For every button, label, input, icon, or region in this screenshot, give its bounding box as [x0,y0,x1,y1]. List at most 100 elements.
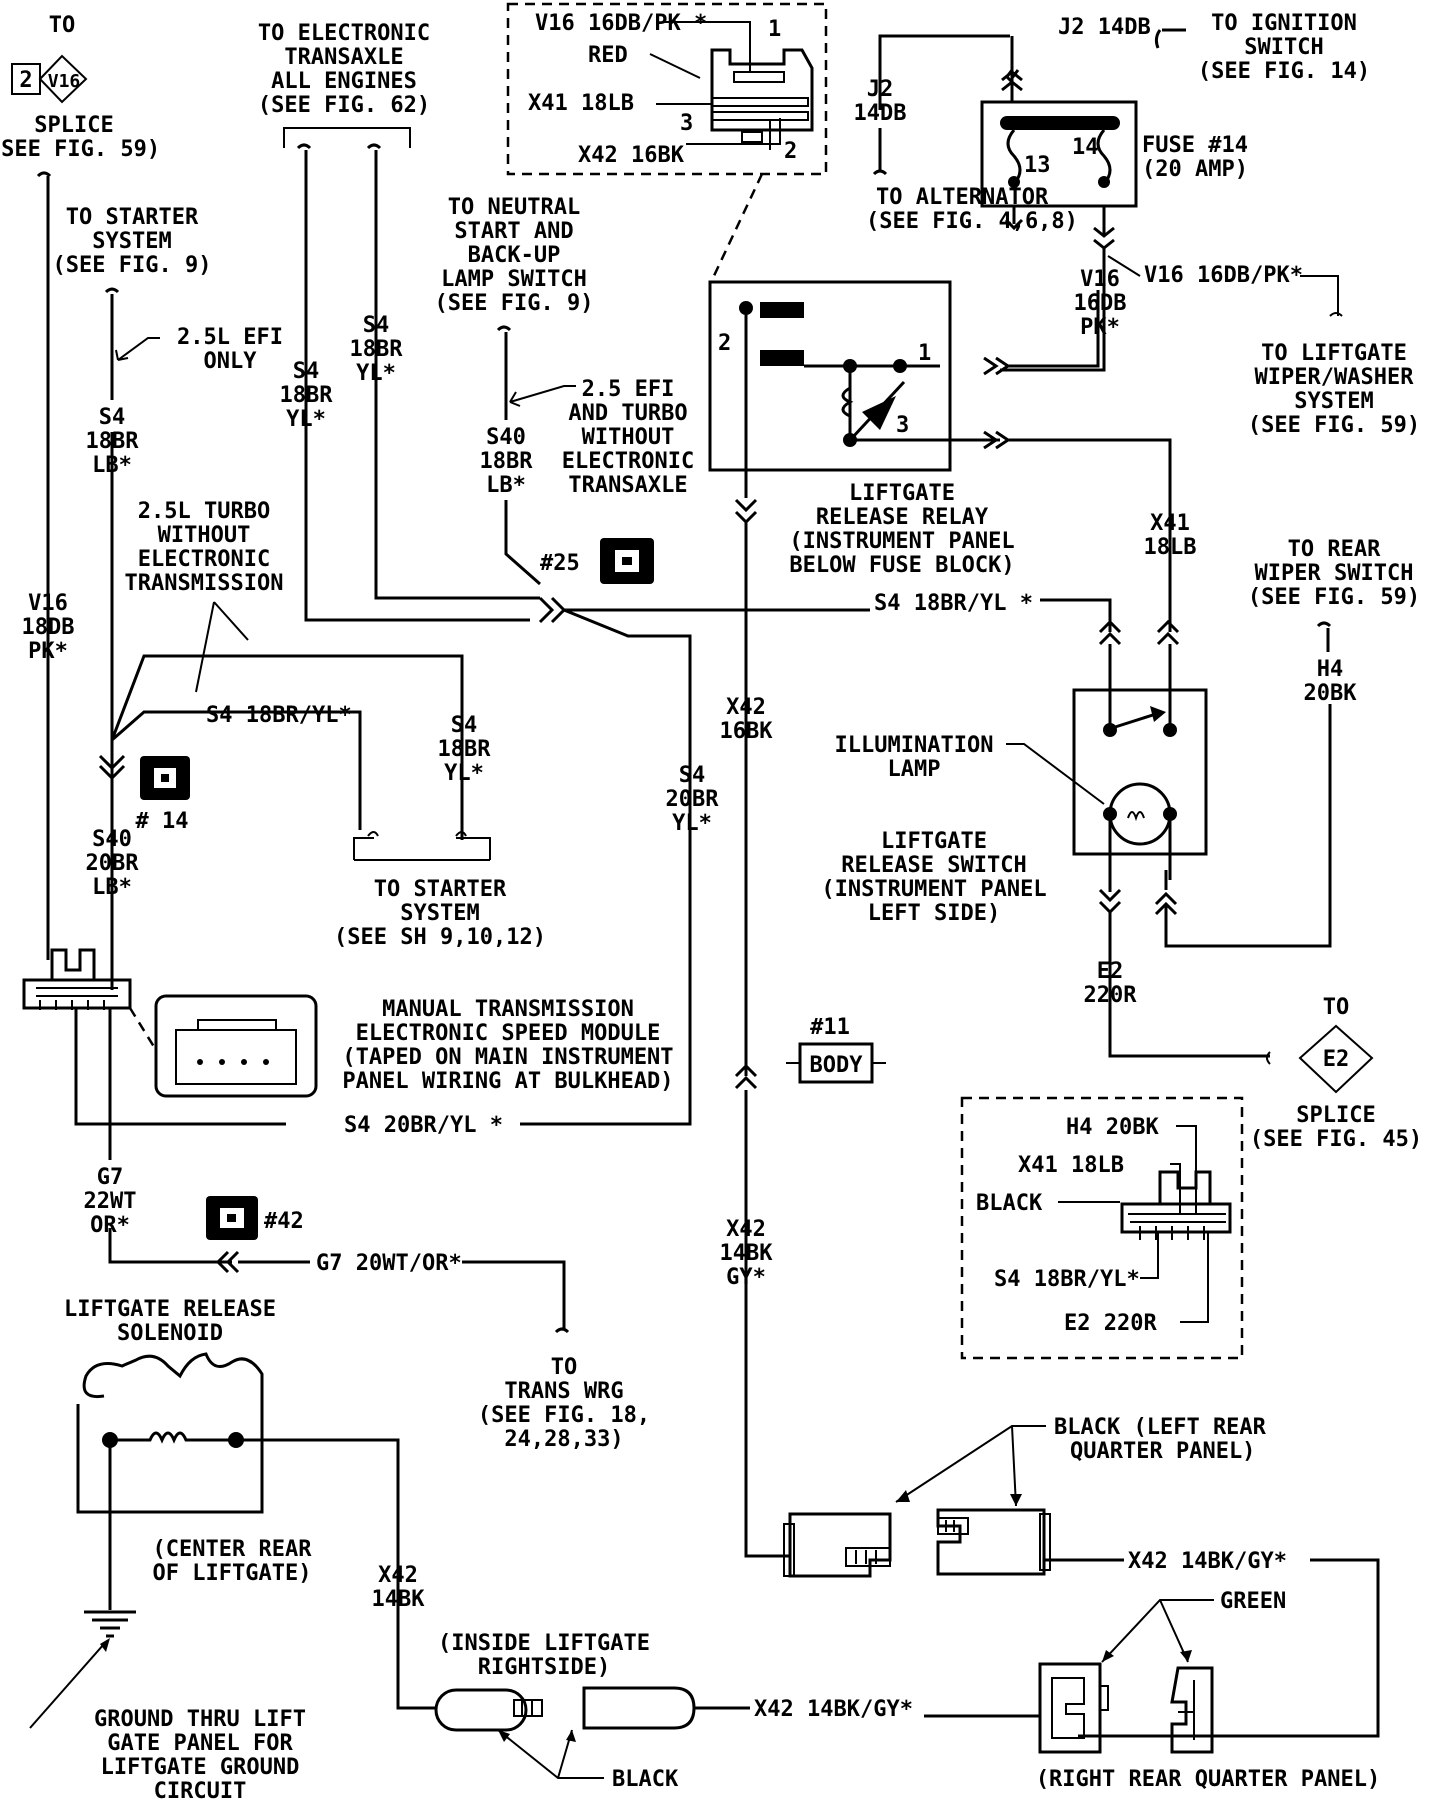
svg-text:(20 AMP): (20 AMP) [1142,157,1248,182]
ignition-label: TO IGNITION [1211,11,1357,36]
svg-text:YL*: YL* [356,361,396,386]
svg-text:(SEE FIG. 9): (SEE FIG. 9) [435,291,594,316]
v16-wire-left [36,171,52,960]
efi-turbo-label: 2.5 EFI [582,377,675,402]
v16-left-label: V16 [28,591,68,616]
svg-text:PK*: PK* [28,639,68,664]
liftgate-release-solenoid [76,1352,400,1600]
switch-connector-shape [1058,1125,1232,1323]
to-label: TO [49,13,76,38]
solenoid-label: LIFTGATE RELEASE [64,1297,276,1322]
svg-text:2: 2 [19,68,32,93]
svg-text:(SEE FIG. 59): (SEE FIG. 59) [1248,585,1420,610]
svg-text:TRANS WRG: TRANS WRG [504,1379,623,1404]
svg-text:SYSTEM: SYSTEM [400,901,479,926]
splice-25-icon [600,538,654,584]
svg-text:SOLENOID: SOLENOID [117,1321,223,1346]
conn-red-label: RED [588,43,628,68]
s40-20br-label: S40 [92,827,132,852]
svg-text:WIPER/WASHER: WIPER/WASHER [1255,365,1415,390]
inside-liftgate-label: (INSIDE LIFTGATE [438,1631,650,1656]
svg-text:RIGHTSIDE): RIGHTSIDE) [478,1655,610,1680]
svg-text:13: 13 [1024,153,1051,178]
conn-v16-label: V16 16DB/PK * [535,11,707,36]
svg-text:18BR: 18BR [438,737,492,762]
svg-text:18DB: 18DB [22,615,75,640]
svg-text:18BR: 18BR [280,383,334,408]
svg-text:14: 14 [1072,135,1099,160]
svg-text:SYSTEM: SYSTEM [92,229,171,254]
svg-text:20BR: 20BR [86,851,140,876]
module-label: MANUAL TRANSMISSION [382,997,634,1022]
h4-label: H4 [1317,657,1344,682]
neutral-start-label: TO NEUTRAL [448,195,580,220]
rrq-connector-left [1038,1662,1109,1754]
fuse-label: FUSE #14 [1142,133,1248,158]
svg-text:(SEE FIG. 59): (SEE FIG. 59) [1248,413,1420,438]
trans-label: TO [551,1355,578,1380]
efi-only-label: 2.5L EFI [177,325,283,350]
lrq-connector-female [936,1508,1124,1576]
svg-text:18BR: 18BR [350,337,404,362]
splice-42-icon [206,1196,258,1240]
svg-text:(SEE FIG. 45): (SEE FIG. 45) [1250,1127,1422,1152]
splice-25-label: #25 [540,551,580,576]
s4-20bryl-wire [74,1008,286,1126]
svg-text:SYSTEM: SYSTEM [1294,389,1373,414]
switch-label: LIFTGATE [881,829,987,854]
liftgate-connector-left [396,1566,543,1732]
black-bottom-label: BLACK [612,1767,679,1792]
svg-text:LB*: LB* [486,473,526,498]
svg-text:LAMP: LAMP [888,757,941,782]
liftgate-release-relay [708,280,952,472]
body-splice: BODY [786,1042,886,1084]
svg-text:3: 3 [896,413,909,438]
turbo-label: 2.5L TURBO [138,499,270,524]
svg-text:16DB: 16DB [1074,291,1127,316]
s4-lb-label: S4 [99,405,126,430]
svg-text:TRANSAXLE: TRANSAXLE [284,45,403,70]
illumination-lamp-label: ILLUMINATION [835,733,994,758]
svg-text:TRANSAXLE: TRANSAXLE [568,473,687,498]
svg-text:BELOW FUSE BLOCK): BELOW FUSE BLOCK) [789,553,1014,578]
svg-text:QUARTER PANEL): QUARTER PANEL) [1070,1439,1255,1464]
rear-wiper-label: TO REAR [1288,537,1381,562]
liftgate-release-switch [1072,619,1270,1058]
svg-text:RELEASE SWITCH: RELEASE SWITCH [841,853,1026,878]
svg-text:1: 1 [768,17,781,42]
v16-splice-diamond: 2 V16 [11,54,88,104]
s4-main-wire [520,596,1112,1126]
inset-black-label: BLACK [976,1191,1043,1216]
svg-text:PK*: PK* [1080,315,1120,340]
splice-14-label: # 14 [136,809,189,834]
svg-text:ELECTRONIC: ELECTRONIC [562,449,694,474]
svg-text:18LB: 18LB [1144,535,1197,560]
svg-text:GY*: GY* [726,1265,766,1290]
svg-text:(TAPED ON MAIN INSTRUMENT: (TAPED ON MAIN INSTRUMENT [342,1045,673,1070]
svg-text:CIRCUIT: CIRCUIT [154,1779,247,1802]
v16-fuse-wire [1000,248,1106,372]
inset-s4-label: S4 18BR/YL* [994,1267,1140,1292]
svg-text:BACK-UP: BACK-UP [468,243,561,268]
h4-wire [1154,621,1332,948]
speed-module-box [154,994,318,1098]
et-wire-b [366,143,540,600]
conn-x42-label: X42 16BK [578,143,685,168]
s4-18bryl-left-label: S4 18BR/YL* [206,703,352,728]
s4-18br-yl-label: S4 [451,713,478,738]
svg-text:RELEASE RELAY: RELEASE RELAY [816,505,989,530]
svg-text:1: 1 [918,341,931,366]
svg-text:(INSTRUMENT PANEL: (INSTRUMENT PANEL [789,529,1014,554]
switch-connector-inset [960,1096,1244,1360]
svg-text:WITHOUT: WITHOUT [582,425,675,450]
svg-text:E2: E2 [1323,1047,1350,1072]
x42-14bk-label: X42 [726,1217,766,1242]
j2-wire [878,28,1186,110]
svg-text:WIPER SWITCH: WIPER SWITCH [1255,561,1414,586]
lrq-connector-male [783,1512,892,1578]
svg-text:YL*: YL* [444,761,484,786]
starter-top-label: TO STARTER [66,205,199,230]
svg-text:GATE PANEL FOR: GATE PANEL FOR [107,1731,293,1756]
ground-label: GROUND THRU LIFT [94,1707,306,1732]
g7-label: G7 [97,1165,124,1190]
